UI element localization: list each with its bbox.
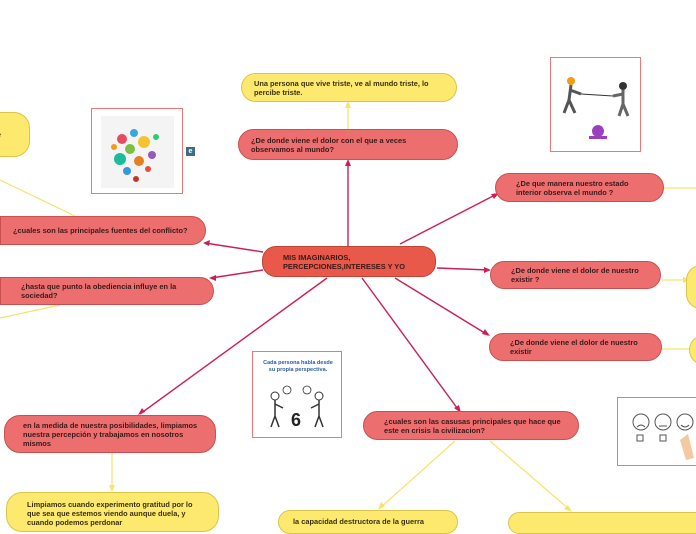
perspective-graphic — [270, 385, 324, 428]
topic-existir-1-label: ¿De donde viene el dolor de nuestro exis… — [511, 266, 639, 284]
topic-crisis[interactable]: ¿cuales son las casusas principales que … — [363, 411, 579, 440]
topic-medida[interactable]: en la medida de nuestra posibilidades, l… — [4, 415, 216, 453]
connector-lines — [0, 101, 696, 512]
subtopic-capacidad-label: la capacidad destructora de la guerra — [293, 517, 425, 526]
faces-rating-image[interactable] — [617, 397, 696, 466]
topic-fuentes[interactable]: ¿cuales son las principales fuentes del … — [0, 216, 206, 245]
faces-graphic — [632, 413, 694, 460]
topic-fuentes-label: ¿cuales son las principales fuentes del … — [13, 226, 188, 235]
badge-icon[interactable]: e — [186, 147, 195, 156]
subtopic-limpiamos[interactable]: Limpiamos cuando experimento gratitud po… — [6, 492, 219, 532]
tug-of-war-image[interactable] — [550, 57, 641, 152]
topic-existir-1[interactable]: ¿De donde viene el dolor de nuestro exis… — [490, 261, 661, 289]
perspective-title: Cada persona habla desde su propia persp… — [263, 360, 333, 373]
topic-dolor-label: ¿De donde viene el dolor con el que a ve… — [251, 135, 407, 154]
topic-estado[interactable]: ¿De que manera nuestro estado interior o… — [495, 173, 664, 202]
topic-obediencia-label: ¿hasta que punto la obediencia influye e… — [21, 282, 177, 300]
subtopic-capacidad[interactable]: la capacidad destructora de la guerra — [278, 510, 458, 534]
tug-of-war-graphic — [562, 77, 630, 139]
central-topic-label: MIS IMAGINARIOS, PERCEPCIONES,INTERESES … — [283, 252, 405, 271]
topic-existir-2[interactable]: ¿De donde viene el dolor de nuestro exis… — [489, 333, 662, 361]
topic-medida-label: en la medida de nuestra posibilidades, l… — [23, 420, 198, 448]
perspective-image[interactable]: Cada persona habla desde su propia persp… — [252, 351, 342, 438]
topic-existir-2-label: ¿De donde viene el dolor de nuestro exis… — [510, 338, 638, 356]
badge-label: e — [188, 148, 193, 155]
subtopic-partial-bottom-right[interactable] — [508, 512, 696, 534]
perspective-digit: 6 — [291, 410, 302, 430]
topic-dolor[interactable]: ¿De donde viene el dolor con el que a ve… — [238, 129, 458, 160]
subtopic-triste[interactable]: Una persona que vive triste, ve al mundo… — [241, 73, 457, 102]
topic-estado-label: ¿De que manera nuestro estado interior o… — [516, 178, 629, 197]
topic-obediencia[interactable]: ¿hasta que punto la obediencia influye e… — [0, 277, 214, 305]
topic-crisis-label: ¿cuales son las casusas principales que … — [384, 416, 561, 435]
paint-splash-image[interactable] — [91, 108, 183, 194]
subtopic-triste-label: Una persona que vive triste, ve al mundo… — [254, 78, 429, 97]
subtopic-limpiamos-label: Limpiamos cuando experimento gratitud po… — [27, 500, 193, 527]
subtopic-partial-left[interactable]: e — [0, 112, 30, 157]
subtopic-partial-left-label: e — [0, 130, 1, 139]
central-topic[interactable]: MIS IMAGINARIOS, PERCEPCIONES,INTERESES … — [262, 246, 436, 277]
paint-splash-graphic — [101, 116, 174, 188]
